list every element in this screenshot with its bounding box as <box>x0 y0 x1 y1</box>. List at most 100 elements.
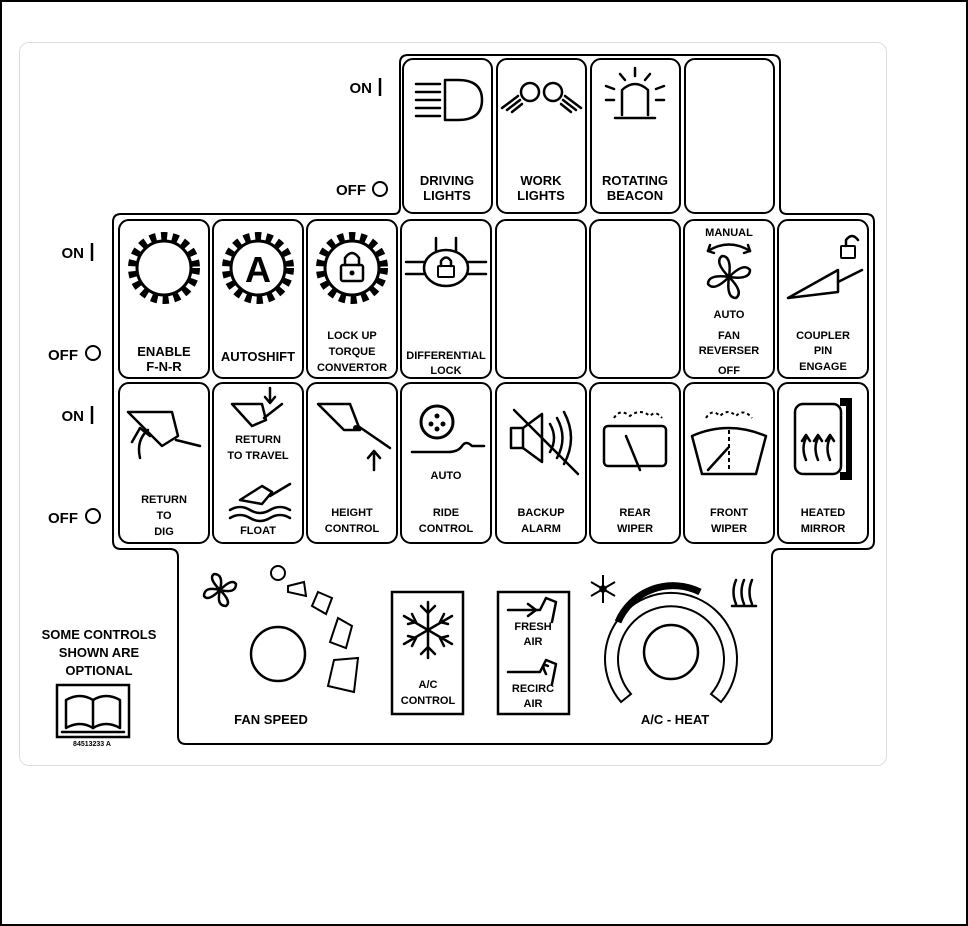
switch-label: OFF <box>718 365 740 377</box>
headlight-icon <box>414 78 484 122</box>
switch-mid-label: AUTO <box>714 309 745 321</box>
card-border <box>19 42 887 766</box>
ac-control-button[interactable]: A/C CONTROL <box>390 590 465 716</box>
switch-label: RIDE <box>433 507 459 519</box>
heat-icon <box>730 578 758 608</box>
notice-text: SHOWN ARE <box>59 645 140 660</box>
switch-coupler-pin[interactable]: COUPLER PIN ENGAGE <box>777 219 869 379</box>
height-control-icon <box>316 402 392 472</box>
switch-label: COUPLER <box>796 330 850 342</box>
work-lights-icon <box>500 81 583 114</box>
switch-autoshift[interactable]: A AUTOSHIFT <box>212 219 304 379</box>
middle-row-on-marker: ON <box>62 243 94 262</box>
float-icon <box>228 482 292 523</box>
bottom-row-off-marker: OFF <box>48 508 101 527</box>
ride-control-icon <box>410 404 486 454</box>
notice-text: SOME CONTROLS <box>42 627 157 642</box>
switch-driving-lights[interactable]: DRIVING LIGHTS <box>402 58 493 214</box>
switch-enable-fnr[interactable]: ENABLE F-N-R <box>118 219 210 379</box>
switch-label: WORK <box>520 173 562 188</box>
switch-label: BACKUP <box>517 507 564 519</box>
autoshift-letter: A <box>245 249 271 290</box>
switch-label: DIFFERENTIAL <box>406 350 486 362</box>
switch-label: ENGAGE <box>799 361 847 373</box>
fan-speed-label: FAN SPEED <box>234 712 308 727</box>
switch-label: HEIGHT <box>331 507 373 519</box>
switch-top-label: RETURN <box>235 434 281 446</box>
switch-lockup-torque-convertor[interactable]: LOCK UP TORQUE CONVERTOR <box>306 219 398 379</box>
switch-label: WIPER <box>617 523 653 535</box>
switch-ride-control[interactable]: AUTO RIDE CONTROL <box>400 382 492 544</box>
fresh-air-icon <box>506 596 558 624</box>
switch-fan-reverser[interactable]: MANUAL AUTO FAN REVERSER OFF <box>683 219 775 379</box>
switch-label: AUTOSHIFT <box>221 349 295 364</box>
panel-outline <box>112 54 875 745</box>
switch-label: DIG <box>154 526 174 538</box>
switch-label: TO <box>156 510 172 522</box>
switch-label: CONTROL <box>419 523 474 535</box>
switch-label: TORQUE <box>329 346 376 358</box>
switch-label: HEATED <box>801 507 845 519</box>
switch-label: LOCK UP <box>327 330 377 342</box>
switch-label: LOCK <box>430 365 461 377</box>
switch-blank-middle-1[interactable] <box>495 219 587 379</box>
svg-text:OFF: OFF <box>336 182 366 199</box>
switch-label: FRONT <box>710 507 748 519</box>
switch-label: PIN <box>814 345 832 357</box>
switch-work-lights[interactable]: WORK LIGHTS <box>496 58 587 214</box>
switch-label: ALARM <box>521 523 561 535</box>
switch-front-wiper[interactable]: FRONT WIPER <box>683 382 775 544</box>
switch-label: ROTATING <box>602 173 668 188</box>
switch-label: MIRROR <box>801 523 846 535</box>
switch-label: FAN <box>718 330 740 342</box>
ac-heat-label: A/C - HEAT <box>641 712 709 727</box>
backup-alarm-icon <box>509 408 580 476</box>
switch-height-control[interactable]: HEIGHT CONTROL <box>306 382 398 544</box>
rear-wiper-icon <box>602 411 668 472</box>
switch-backup-alarm[interactable]: BACKUP ALARM <box>495 382 587 544</box>
ac-control-label: CONTROL <box>401 695 456 707</box>
lock-gear-icon <box>316 232 388 304</box>
switch-mid-label: AUTO <box>431 470 462 482</box>
switch-label: ENABLE <box>137 344 191 359</box>
switch-return-to-dig[interactable]: RETURN TO DIG <box>118 382 210 544</box>
front-wiper-icon <box>690 411 768 476</box>
switch-label: FLOAT <box>240 525 276 537</box>
gear-icon <box>128 232 200 304</box>
temperature-arc-shade <box>614 582 702 624</box>
switch-blank-top[interactable] <box>684 58 775 214</box>
switch-label: REAR <box>619 507 650 519</box>
cold-snowflake-icon <box>590 575 616 603</box>
differential-lock-icon <box>404 236 488 288</box>
ac-heat-control[interactable]: A/C - HEAT <box>590 575 758 727</box>
switch-label: CONTROL <box>325 523 380 535</box>
middle-row-off-marker: OFF <box>48 345 101 364</box>
svg-text:ON: ON <box>62 408 85 425</box>
switch-return-to-travel-float[interactable]: RETURN TO TRAVEL FLOAT <box>212 382 304 544</box>
autoshift-gear-icon: A <box>222 232 294 304</box>
svg-text:OFF: OFF <box>48 510 78 527</box>
beacon-icon <box>604 66 666 120</box>
ac-control-label: A/C <box>419 679 438 691</box>
fan-speed-control[interactable]: FAN SPEED <box>202 565 360 727</box>
ac-heat-knob[interactable] <box>642 623 700 681</box>
switch-rotating-beacon[interactable]: ROTATING BEACON <box>590 58 681 214</box>
switch-differential-lock[interactable]: DIFFERENTIAL LOCK <box>400 219 492 379</box>
bottom-row-on-marker: ON <box>62 406 94 425</box>
switch-label: WIPER <box>711 523 747 535</box>
fan-icon <box>202 572 238 608</box>
top-row-off-marker: OFF <box>336 181 388 199</box>
switch-label: DRIVING <box>420 173 474 188</box>
fan-speed-knob[interactable] <box>249 625 307 683</box>
return-to-travel-icon <box>230 386 284 428</box>
fresh-recirc-air-button[interactable]: FRESH AIR RECIRC AIR <box>496 590 571 716</box>
switch-heated-mirror[interactable]: HEATED MIRROR <box>777 382 869 544</box>
switch-blank-middle-2[interactable] <box>589 219 681 379</box>
fan-speed-steps <box>287 580 360 694</box>
switch-label: RETURN <box>141 494 187 506</box>
svg-text:ON: ON <box>62 245 85 262</box>
switch-label: REVERSER <box>699 345 760 357</box>
switch-rear-wiper[interactable]: REAR WIPER <box>589 382 681 544</box>
